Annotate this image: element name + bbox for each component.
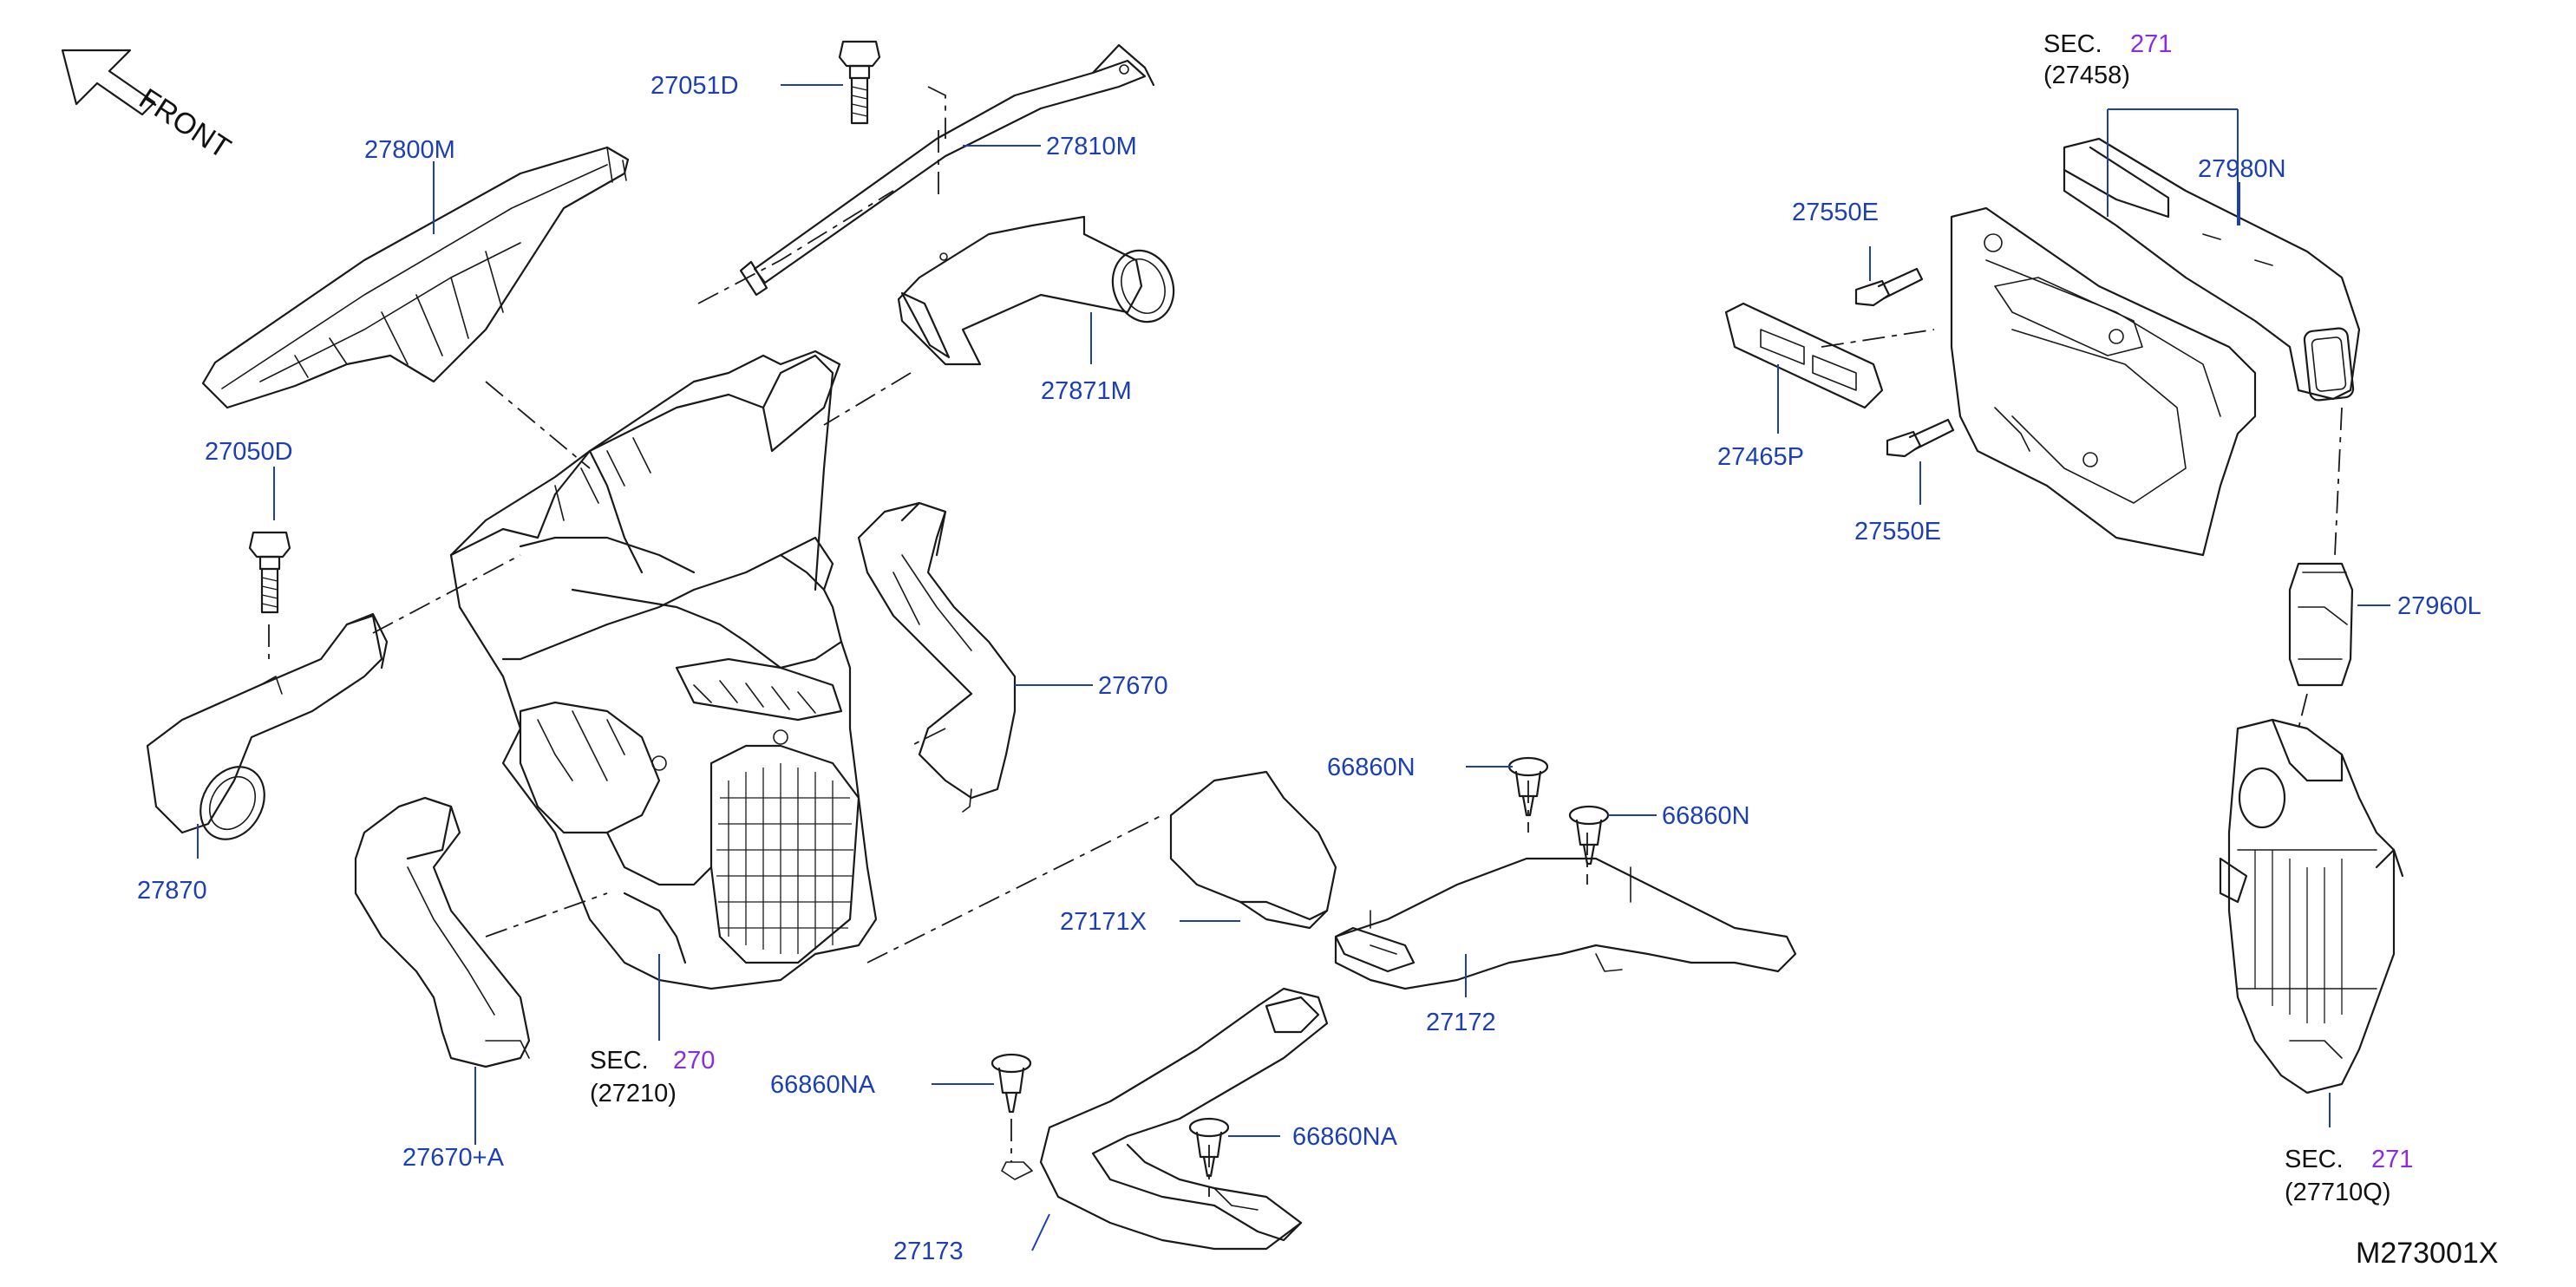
section-lower-right-ref: (27710Q) <box>2285 1179 2391 1206</box>
duct-27173 <box>1001 987 1329 1251</box>
label-27980N: 27980N <box>2198 155 2286 183</box>
defroster-nozzle <box>201 146 630 409</box>
label-27173: 27173 <box>893 1238 964 1265</box>
label-27172: 27172 <box>1426 1009 1496 1036</box>
section-lower-right-word: SEC. <box>2285 1146 2344 1173</box>
bolt-27051D <box>838 40 881 125</box>
section-upper-right-number: 271 <box>2130 30 2172 58</box>
section-lower-right-number: 271 <box>2371 1146 2413 1173</box>
section-heater-number: 270 <box>673 1047 715 1075</box>
label-27550E-b: 27550E <box>1854 518 1941 546</box>
duct-27980N <box>2063 137 2361 402</box>
heater-unit <box>449 350 878 990</box>
screw-27550E-a <box>1854 267 1924 307</box>
duct-27670A <box>354 796 531 1068</box>
clip-66860N-b <box>1568 805 1610 866</box>
vent-27465P <box>1724 302 1884 409</box>
front-arrow-icon <box>61 49 156 116</box>
section-heater-word: SEC. <box>590 1047 649 1075</box>
foot-duct-27870 <box>146 612 389 840</box>
label-66860NA-b: 66860NA <box>1292 1123 1398 1151</box>
label-27870: 27870 <box>137 877 207 905</box>
label-27171X: 27171X <box>1060 908 1147 936</box>
clip-66860NA-a <box>991 1053 1032 1114</box>
screw-27550E-b <box>1886 418 1955 458</box>
section-upper-right-ref: (27458) <box>2043 62 2130 89</box>
label-66860N-b: 66860N <box>1662 802 1750 830</box>
label-27670: 27670 <box>1098 672 1168 700</box>
bolt-27050D <box>248 531 291 614</box>
label-27550E-a: 27550E <box>1792 199 1879 226</box>
center-lines <box>268 86 2343 1197</box>
unit-27710Q <box>2219 718 2404 1094</box>
section-heater-ref: (27210) <box>590 1080 677 1107</box>
drawing-code: M273001X <box>2356 1237 2498 1270</box>
label-27050D: 27050D <box>205 438 293 466</box>
label-27871M: 27871M <box>1041 377 1132 405</box>
label-66860N-a: 66860N <box>1327 754 1415 781</box>
duct-27670 <box>857 501 1017 813</box>
section-upper-right-word: SEC. <box>2043 30 2102 58</box>
label-27800M: 27800M <box>364 136 455 164</box>
label-27960L: 27960L <box>2397 592 2481 620</box>
rod-27810M <box>739 43 1155 297</box>
label-27810M: 27810M <box>1046 133 1137 160</box>
label-27465P: 27465P <box>1717 443 1804 471</box>
floor-duct-27172 <box>1169 770 1797 990</box>
panel-27458 <box>1950 206 2257 557</box>
connector-27960L <box>2288 562 2354 687</box>
leader-lines <box>197 84 2390 1251</box>
label-27670A: 27670+A <box>402 1144 505 1172</box>
front-label: FRONT <box>134 82 237 166</box>
side-duct-27871M <box>897 215 1175 366</box>
label-66860NA-a: 66860NA <box>770 1071 876 1099</box>
label-27051D: 27051D <box>651 72 739 100</box>
